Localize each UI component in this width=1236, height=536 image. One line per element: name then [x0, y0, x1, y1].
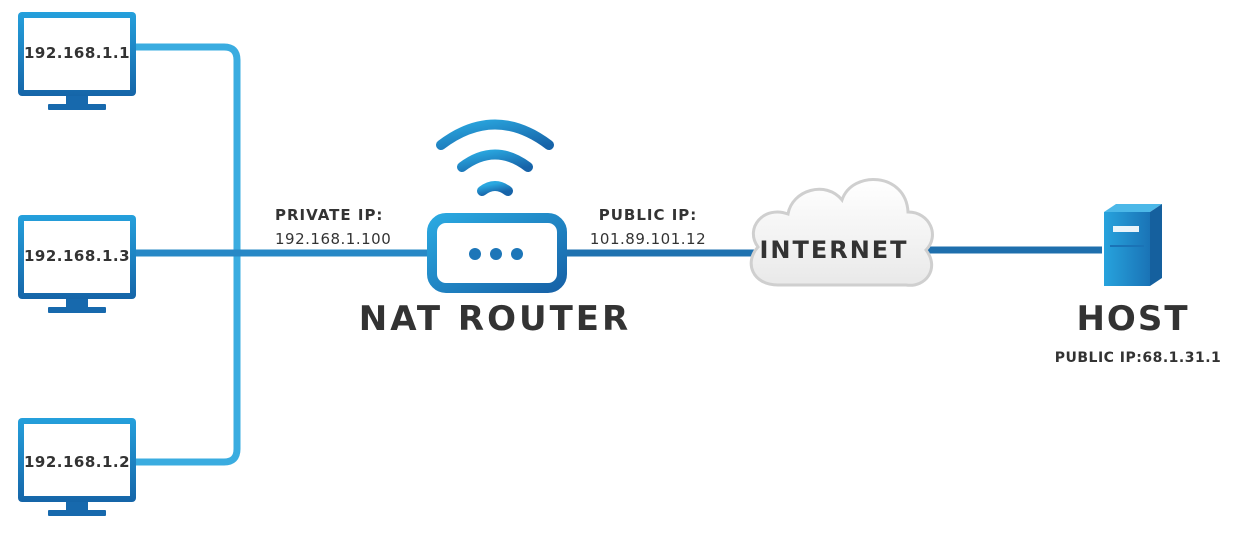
wifi-router-icon: [427, 119, 567, 293]
computer-ip-label: 192.168.1.2: [24, 453, 130, 471]
private-ip-label: PRIVATE IP:: [275, 206, 383, 224]
computer-ip-label: 192.168.1.1: [24, 44, 130, 62]
public-ip-label: PUBLIC IP:: [599, 206, 698, 224]
connection-line-1: [132, 43, 241, 254]
lan-connections: [132, 43, 432, 466]
computer-3: [18, 418, 136, 516]
host-public-ip: PUBLIC IP:68.1.31.1: [1055, 350, 1222, 366]
server-icon: [1104, 204, 1162, 286]
wifi-signal-icon: [436, 119, 554, 196]
wan-connections: [565, 246, 1102, 257]
cloud-icon: [749, 178, 934, 287]
connection-line-3: [132, 246, 241, 466]
private-ip-value: 192.168.1.100: [275, 230, 391, 248]
monitor-icon: [18, 215, 136, 313]
monitor-icon: [18, 418, 136, 516]
computer-ip-label: 192.168.1.3: [24, 247, 130, 265]
router-label: NAT ROUTER: [359, 299, 631, 339]
computer-2: [18, 215, 136, 313]
router-led: [490, 248, 502, 260]
internet-label: INTERNET: [759, 236, 908, 264]
router-led: [511, 248, 523, 260]
monitor-icon: [18, 12, 136, 110]
public-ip-value: 101.89.101.12: [590, 230, 706, 248]
router-led: [469, 248, 481, 260]
host-label: HOST: [1076, 299, 1189, 339]
computer-1: [18, 12, 136, 110]
